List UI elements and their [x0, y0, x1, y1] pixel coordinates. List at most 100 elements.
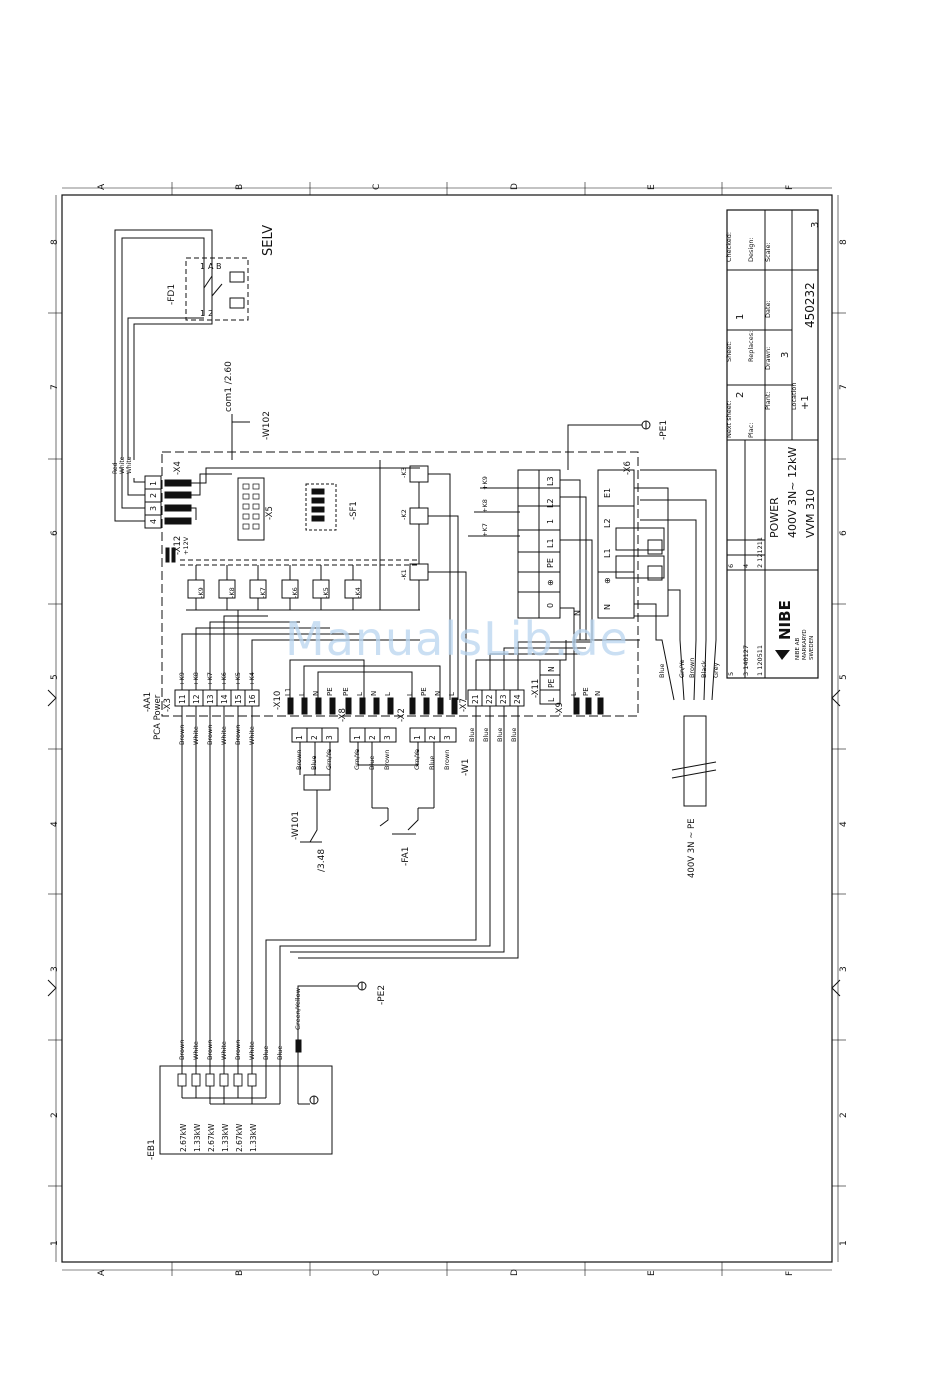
x2-label: -X2 [397, 708, 407, 722]
sheet-label: Sheet: [725, 341, 733, 362]
place-label: Plac: [747, 423, 755, 438]
x8-label: -X8 [338, 708, 348, 722]
x2-wire: Brown [443, 750, 451, 770]
x10-pin: L [298, 692, 306, 696]
x6-term: 0 [546, 603, 555, 608]
location-value: +1 [800, 395, 811, 410]
fd1-pin: 1 [200, 262, 205, 271]
eb1-wire: Brown [234, 1040, 242, 1060]
grid-row-left: 6 [50, 530, 60, 536]
revision: 2 121211 [756, 537, 764, 568]
x9-label: -X9 [555, 702, 565, 716]
x6-label: -X6 [623, 461, 633, 475]
grid-row-left: 2 [50, 1112, 60, 1118]
relay-label: -K2 [400, 509, 408, 520]
location-label: Location [790, 383, 798, 411]
greenyellow-label: Green/Yellow [294, 987, 302, 1030]
x4-connector: 1 2 3 4 -X4 -X12 Red White White [112, 456, 420, 563]
grid-arrows [47, 689, 841, 997]
x3-connector: 11 12 13 14 15 16 +K9 +K8 +K7 +K6 +K5 +K… [143, 610, 420, 1074]
grid-row-left: 8 [50, 239, 60, 245]
eb1-rating: 1.33kW [249, 1123, 258, 1152]
relay-label: -K9 [197, 587, 205, 598]
x6-right: E1 [603, 488, 612, 498]
x3-wire: White [220, 726, 228, 745]
terminal-num: 1 [295, 735, 304, 740]
next-sheet-label: Next sheet: [725, 401, 733, 438]
terminal-num: 2 [310, 735, 319, 740]
grid-col-bottom: B [235, 1270, 245, 1276]
x7-pin: 23 [499, 694, 508, 704]
grid-row-right: 2 [839, 1112, 849, 1118]
relay-label: -K5 [322, 587, 330, 598]
scale-value: 3 [810, 222, 821, 228]
grid-col-bottom: A [97, 1269, 107, 1276]
grid-col-bottom: D [510, 1269, 520, 1276]
relay-label: -K3 [400, 467, 408, 478]
x6-term: ⊕ [546, 579, 555, 586]
x3-pin: 16 [248, 694, 257, 704]
grid-row-right: 4 [839, 821, 849, 827]
scale-label: Scale: [764, 242, 772, 262]
x10-pin: N [312, 691, 320, 696]
grid-row-right: 7 [839, 384, 849, 390]
x5-connector: -X5 [237, 477, 275, 541]
fd1-pin: 2 [208, 309, 213, 318]
x10-x8-x2-connectors: L1 L N PE PE L N L L PE N L L PE N -X10 … [273, 659, 604, 722]
company-line: SWEDEN [809, 636, 815, 660]
x6-right: L2 [603, 518, 612, 528]
x2-pin: PE [420, 687, 428, 696]
grid-col-top: D [510, 183, 520, 190]
sheet-value: 1 [735, 314, 746, 320]
grid-column-labels: A B C D E F A B C D E F [97, 183, 795, 1276]
x4-pin: 2 [149, 493, 158, 498]
x10-wire: Brown [295, 750, 303, 770]
w101-label: -W101 [291, 811, 301, 840]
x10-pin: PE [326, 687, 334, 696]
pe1-label: -PE1 [659, 420, 669, 440]
x4-pin: 4 [149, 519, 158, 524]
pe1-earth: -PE1 [567, 420, 669, 470]
relay-label: -K7 [259, 587, 267, 598]
aa1-label: -AA1 [143, 692, 153, 712]
eb1-label: -EB1 [147, 1139, 157, 1160]
x6-right: N [603, 604, 612, 610]
eb1-heater: Brown White Brown White Brown White Blue… [147, 1040, 333, 1160]
x8-wire: Brown [383, 750, 391, 770]
supply-wire: Gn/Ye [678, 660, 686, 678]
x11-pin: PE [547, 678, 556, 688]
drawing-number: 450232 [803, 282, 817, 328]
sf1-dipswitch: -SF1 [305, 483, 359, 531]
x8-wire: Grn/Ye [353, 749, 361, 770]
grid-row-right: 6 [839, 530, 849, 536]
supply-wire: Blue [658, 664, 666, 678]
x6-term: PE [546, 558, 555, 568]
terminal-num: 1 [413, 735, 422, 740]
x6-term: N [573, 610, 582, 616]
relay-tag: +K8 [481, 499, 489, 513]
title-block: Checked: Design: Scale: Date: Sheet: Rep… [725, 209, 821, 679]
x2-wire: Blue [428, 756, 436, 770]
svg-text:A: A [208, 262, 214, 271]
plus12v-label: +12V [182, 536, 190, 555]
fd1-pin: 1 [200, 309, 205, 318]
grid-col-top: E [647, 184, 657, 190]
pe2-earth: -PE2 Green/Yellow [294, 981, 387, 1104]
grid-row-left: 1 [50, 1240, 60, 1246]
x8-pin: L [384, 692, 392, 696]
x6-term: L1 [546, 538, 555, 548]
com1-label: com1 /2.60 [224, 361, 234, 412]
x8-pin: L [356, 692, 364, 696]
title-line-1: POWER [768, 497, 781, 538]
x12-label: -X12 [173, 536, 183, 555]
x4-wire: Red [112, 462, 119, 474]
grid-row-left: 5 [50, 674, 60, 680]
sheet-number: 3 [780, 352, 791, 358]
company-line: MARKARYD [802, 629, 808, 660]
revision: 4 [742, 564, 750, 568]
x4-wire: White [126, 456, 133, 474]
x6-term: L3 [546, 476, 555, 486]
supply-wire: Brown [688, 658, 696, 678]
terminal-num: 3 [443, 735, 452, 740]
x3-label: -X3 [163, 698, 173, 712]
